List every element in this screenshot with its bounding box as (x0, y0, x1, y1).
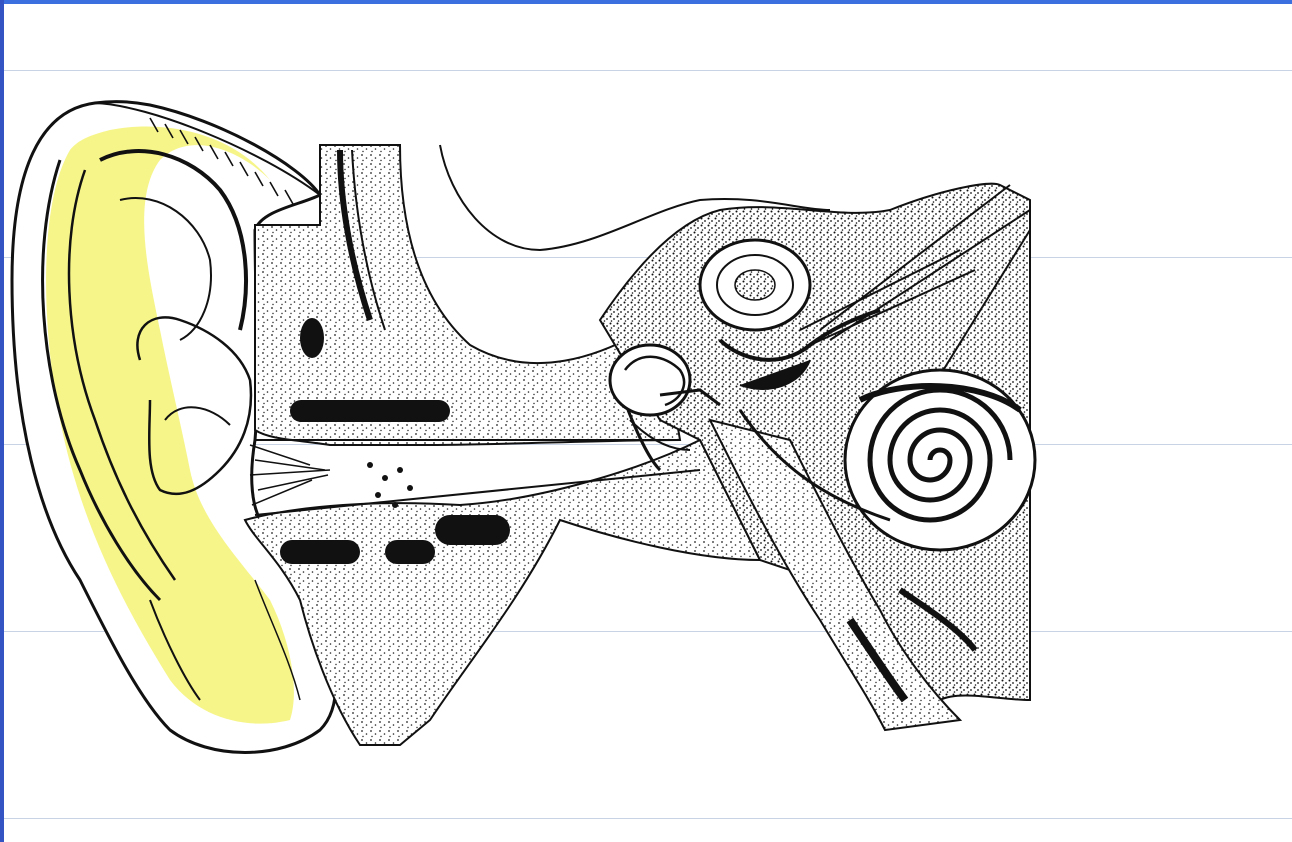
cochlea-icon (845, 370, 1035, 550)
